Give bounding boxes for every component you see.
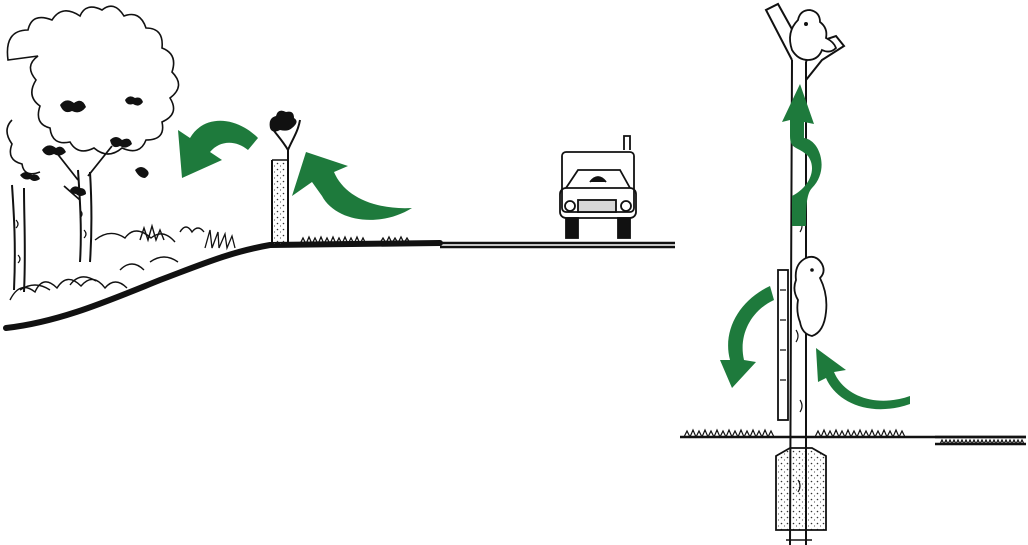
- tree-canopy: [7, 6, 178, 154]
- possum-icon: [270, 111, 297, 132]
- arrow-road-to-stump: [292, 152, 412, 220]
- car-icon: [560, 136, 636, 238]
- koala-climbing-icon: [794, 257, 826, 336]
- tree-trunk: [78, 170, 92, 262]
- undergrowth: [10, 226, 204, 300]
- tree-trunk: [12, 185, 25, 292]
- arrow-from-road: [816, 348, 910, 409]
- koala-top-icon: [790, 10, 836, 60]
- habitat-stump: [270, 111, 300, 245]
- right-panel: [680, 4, 1026, 545]
- arrow-to-trees: [178, 121, 258, 178]
- arrow-up-pole: [782, 84, 822, 226]
- arrow-down-left: [720, 286, 774, 388]
- road-surface: [440, 243, 675, 247]
- tree-cluster: [7, 6, 179, 292]
- left-panel: [6, 6, 675, 328]
- concrete-footing: [776, 448, 826, 530]
- ground-line: [6, 243, 440, 328]
- pole-panel: [778, 270, 788, 420]
- stump-texture: [274, 162, 286, 244]
